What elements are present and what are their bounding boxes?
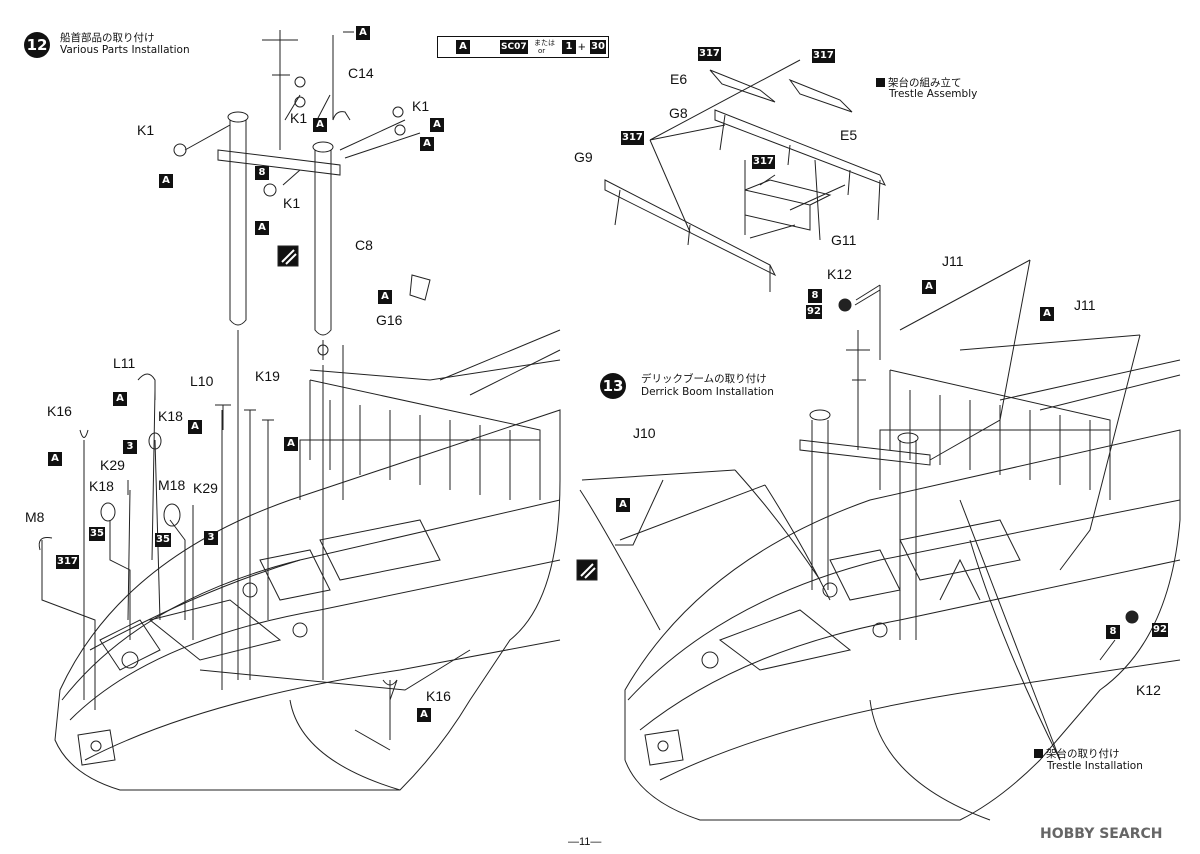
legend-sc07: SC07 [500, 40, 528, 54]
box-92-b: 92 [1152, 623, 1168, 637]
label-k1-a: K1 [137, 122, 155, 138]
step13-leader-lines [579, 479, 1116, 761]
label-k12-b: K12 [1136, 682, 1161, 698]
step13-masts-booms [581, 259, 1141, 640]
box-317-a: 317 [56, 555, 79, 569]
box-8-c: 8 [1106, 625, 1120, 639]
step-12-number: 12 [24, 32, 50, 58]
box-a-13: A [922, 280, 936, 294]
box-a-4: A [420, 137, 434, 151]
watermark: HOBBY SEARCH [1040, 826, 1163, 842]
box-3-a: 3 [123, 440, 137, 454]
label-k18-b: K18 [89, 478, 114, 494]
label-g11: G11 [831, 232, 857, 248]
box-8-a: 8 [255, 166, 269, 180]
box-92-a: 92 [806, 305, 822, 319]
k12-part-top [838, 298, 852, 312]
step-13-number: 13 [600, 373, 626, 399]
box-a-6: A [255, 221, 269, 235]
box-317-e: 317 [752, 155, 775, 169]
glue-warning-icon [277, 245, 299, 267]
parts-legend: A SC07 または or 1 + 30 [437, 36, 609, 58]
step-12-title-jp: 船首部品の取り付け [60, 32, 155, 44]
box-35-a: 35 [89, 527, 105, 541]
trestle-assembly-jp: 架台の組み立て [876, 77, 962, 89]
legend-30: 30 [590, 40, 606, 54]
trestle-install-en: Trestle Installation [1047, 760, 1143, 772]
label-k18-a: K18 [158, 408, 183, 424]
trestle-assembly-en: Trestle Assembly [889, 88, 978, 100]
bow-hull-right [624, 359, 1181, 821]
label-g9: G9 [574, 149, 593, 165]
page-number: —11— [568, 836, 602, 848]
glue-warning-icon-2 [576, 559, 598, 581]
label-j10: J10 [633, 425, 656, 441]
step-13-title-jp: デリックブームの取り付け [641, 373, 767, 385]
legend-or-jp: または [534, 39, 555, 47]
k12-leader [854, 289, 881, 360]
label-e5: E5 [840, 127, 858, 143]
label-k29-a: K29 [100, 457, 125, 473]
label-m18: M18 [158, 477, 186, 493]
legend-plus: + [578, 39, 586, 54]
box-317-c: 317 [812, 49, 835, 63]
label-k12-a: K12 [827, 266, 852, 282]
bow-hull-left [54, 329, 561, 791]
box-a-9: A [188, 420, 202, 434]
box-a-2: A [313, 118, 327, 132]
label-k1-c: K1 [412, 98, 430, 114]
label-j11-b: J11 [1074, 297, 1096, 313]
label-c14: C14 [348, 65, 374, 81]
box-a-1: A [356, 26, 370, 40]
box-a-7: A [378, 290, 392, 304]
box-35-b: 35 [155, 533, 171, 547]
label-k19: K19 [255, 368, 280, 384]
label-j11-a: J11 [942, 253, 964, 269]
box-a-12: A [417, 708, 431, 722]
box-3-b: 3 [204, 531, 218, 545]
step12-masts [217, 30, 351, 360]
label-m8: M8 [25, 509, 45, 525]
legend-1: 1 [562, 40, 576, 54]
box-a-11: A [48, 452, 62, 466]
label-l10: L10 [190, 373, 214, 389]
box-a-15: A [616, 498, 630, 512]
box-a-5: A [159, 174, 173, 188]
trestle-assembly [604, 59, 887, 292]
label-l11: L11 [113, 355, 136, 371]
label-k16-a: K16 [47, 403, 72, 419]
step12-leader-lines [41, 31, 471, 751]
box-a-3: A [430, 118, 444, 132]
step-12-title-en: Various Parts Installation [60, 44, 190, 56]
box-a-14: A [1040, 307, 1054, 321]
legend-a: A [456, 40, 470, 54]
label-k1-d: K1 [283, 195, 301, 211]
label-k29-b: K29 [193, 480, 218, 496]
box-317-d: 317 [621, 131, 644, 145]
box-317-b: 317 [698, 47, 721, 61]
label-c8: C8 [355, 237, 373, 253]
box-a-8: A [113, 392, 127, 406]
k12-part-bottom [1125, 610, 1139, 624]
label-g8: G8 [669, 105, 688, 121]
step-13-title-en: Derrick Boom Installation [641, 386, 774, 398]
legend-or-en: or [538, 47, 546, 55]
label-k1-b: K1 [290, 110, 308, 126]
box-a-10: A [284, 437, 298, 451]
step12-small-parts [38, 76, 431, 701]
box-8-b: 8 [808, 289, 822, 303]
trestle-install-jp: 架台の取り付け [1034, 748, 1120, 760]
label-e6: E6 [670, 71, 688, 87]
label-g16: G16 [376, 312, 403, 328]
label-k16-b: K16 [426, 688, 451, 704]
